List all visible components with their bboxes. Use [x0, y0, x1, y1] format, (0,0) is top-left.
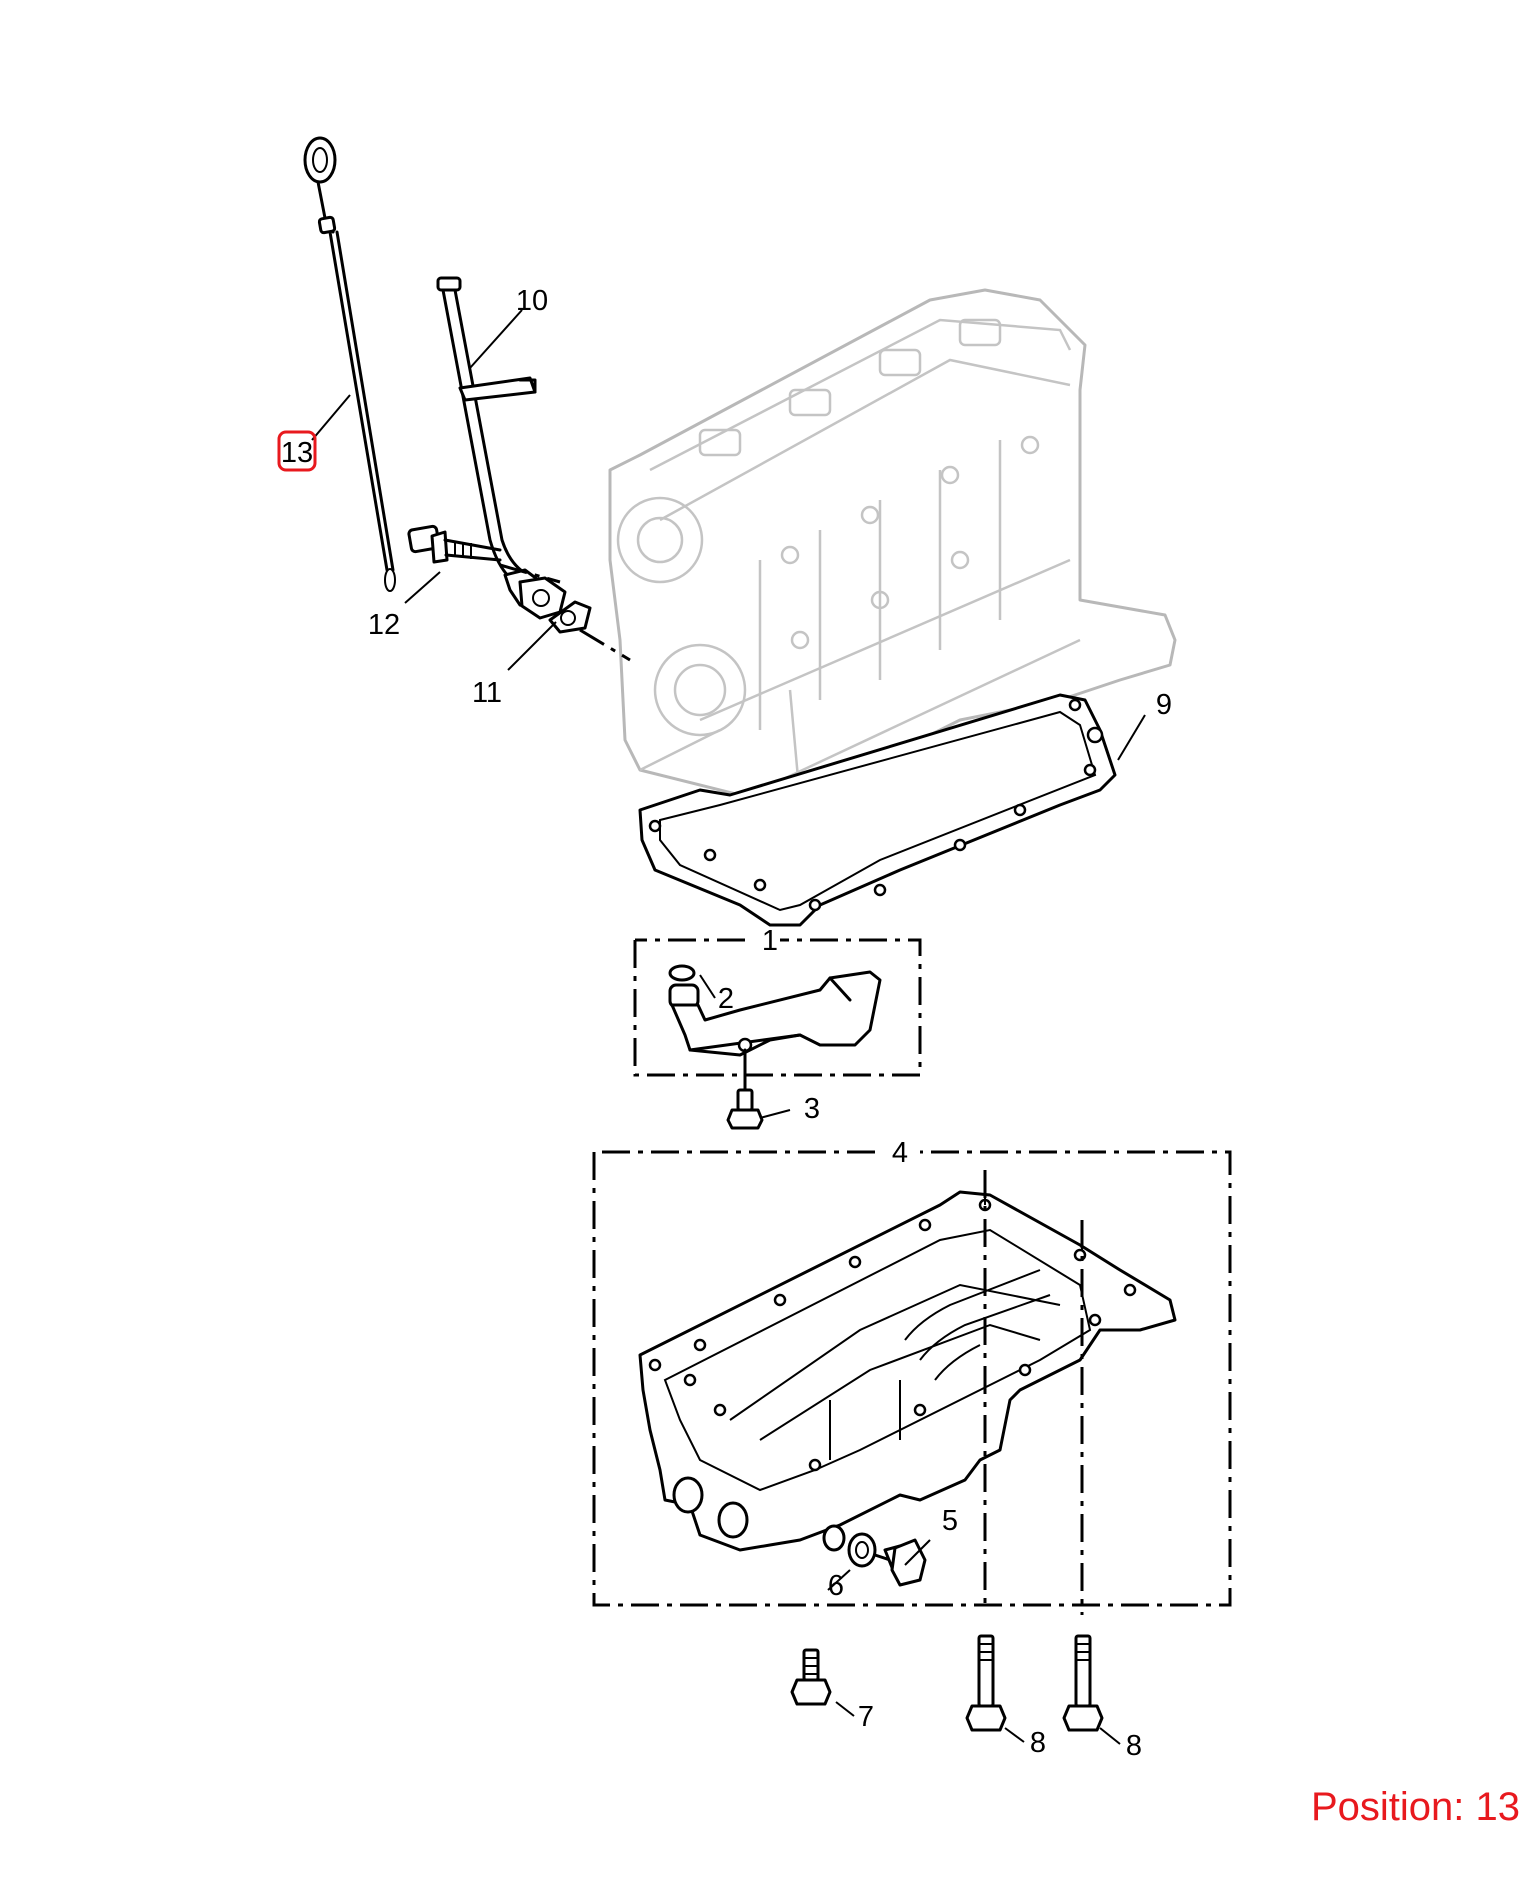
oil-dipstick	[303, 136, 396, 592]
callout-7[interactable]: 7	[858, 1701, 874, 1733]
highlight-box	[277, 430, 317, 472]
oil-pan-bolt-long-b	[1062, 1634, 1104, 1732]
callout-labels: 1 2 3 4 5 6 7 8 8 9 10 11 12 13	[277, 285, 1172, 1762]
dipstick-guide-tube	[436, 276, 567, 620]
leader-lines	[311, 309, 1146, 1745]
callout-11[interactable]: 11	[472, 677, 502, 709]
callout-8-b[interactable]: 8	[1126, 1730, 1142, 1762]
callout-10[interactable]: 10	[516, 285, 548, 317]
callout-8-a[interactable]: 8	[1030, 1727, 1046, 1759]
oil-pump-pickup-group	[633, 938, 922, 1077]
callout-12[interactable]: 12	[368, 609, 400, 641]
callout-6[interactable]: 6	[828, 1570, 844, 1602]
tube-bolt	[407, 524, 502, 564]
callout-1[interactable]: 1	[762, 925, 778, 957]
callout-5[interactable]: 5	[942, 1505, 958, 1537]
callout-9[interactable]: 9	[1156, 689, 1172, 721]
oil-pan-group	[592, 1150, 1232, 1607]
oil-pan-gasket	[638, 693, 1117, 927]
callout-13[interactable]: 13	[281, 437, 313, 469]
callout-3[interactable]: 3	[804, 1093, 820, 1125]
callout-2[interactable]: 2	[718, 983, 734, 1015]
engine-block	[608, 288, 1177, 807]
position-label: Position: 13	[1311, 1785, 1520, 1829]
callout-4[interactable]: 4	[892, 1137, 908, 1169]
oil-pan-bolt-long-a	[965, 1634, 1007, 1732]
pickup-bolt	[726, 1048, 764, 1130]
drain-plug-washer	[847, 1532, 877, 1568]
tube-seal	[548, 600, 592, 634]
oil-pan-bolt-short	[790, 1648, 832, 1706]
drain-plug	[873, 1538, 927, 1587]
